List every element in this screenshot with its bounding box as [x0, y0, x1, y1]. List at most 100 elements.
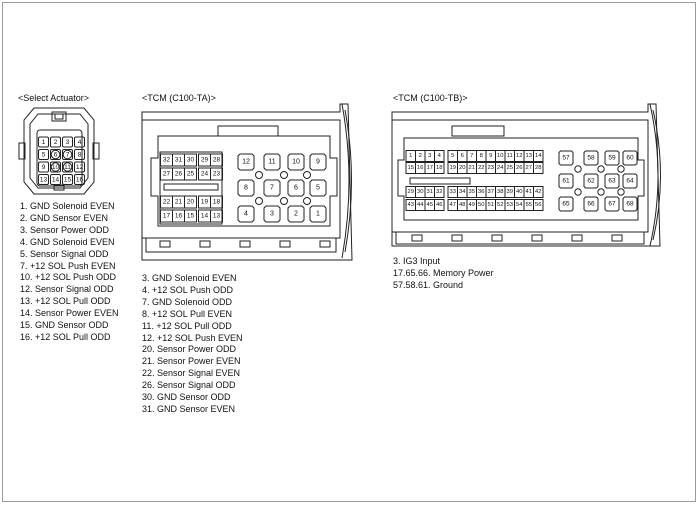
pin-label: 27 — [526, 165, 532, 171]
pin-label: 66 — [587, 201, 595, 208]
guide-hole — [255, 197, 263, 205]
pin-cavity — [62, 149, 73, 160]
pin-label: 25 — [187, 171, 195, 178]
pin-label: 18 — [213, 199, 221, 206]
pin-cavity — [583, 150, 599, 166]
connector-outline — [451, 125, 505, 137]
pin-label: 22 — [163, 199, 171, 206]
pin-label: 11 — [507, 153, 513, 159]
pin-cavity — [622, 196, 638, 212]
pin-label: 59 — [608, 155, 616, 162]
pin-label: 39 — [507, 189, 513, 195]
pin-label: 37 — [488, 189, 494, 195]
pin-label: 2 — [54, 139, 58, 146]
pin-cavity — [583, 196, 599, 212]
pin-cavity — [263, 205, 281, 223]
pin-cavity — [263, 153, 281, 171]
legend-item: 20. Sensor Power ODD — [142, 344, 237, 355]
select-actuator-title: <Select Actuator> — [18, 93, 90, 103]
legend-item: 10. +12 SOL Push ODD — [20, 272, 116, 283]
pin-label: 1 — [409, 153, 412, 159]
pin-label: 51 — [488, 202, 494, 208]
pin-label: 21 — [175, 199, 183, 206]
legend-item: 16. +12 SOL Pull ODD — [20, 331, 111, 342]
pin-label: 11 — [268, 159, 275, 166]
legend-item: 12. +12 SOL Push EVEN — [142, 332, 243, 343]
pin-label: 1 — [316, 211, 320, 218]
pin-label: 26 — [175, 171, 183, 178]
pin-label: 68 — [626, 201, 634, 208]
pin-label: 46 — [436, 202, 442, 208]
legend-item: 13. +12 SOL Pull ODD — [20, 296, 111, 307]
pin-label: 7 — [470, 153, 473, 159]
pin-label: 29 — [408, 189, 414, 195]
pin-cavity — [287, 179, 305, 197]
pin-label: 25 — [507, 165, 513, 171]
pin-cavity — [558, 173, 574, 189]
pin-label: 41 — [526, 189, 532, 195]
legend-item: 26. Sensor Signal ODD — [142, 380, 236, 391]
pin-cavity — [309, 179, 327, 197]
connector-outline — [145, 237, 337, 253]
connector-outline — [199, 240, 211, 248]
pin-label: 4 — [244, 211, 248, 218]
legend-item: 5. Sensor Signal ODD — [20, 248, 109, 259]
pin-cavity — [38, 161, 49, 173]
connector-outline — [23, 107, 95, 195]
pin-label: 6 — [54, 152, 58, 159]
legend-item: 11. +12 SOL Pull ODD — [142, 320, 232, 331]
pin-cavity — [309, 153, 327, 171]
pin-cavity — [38, 174, 49, 185]
pin-label: 30 — [417, 189, 423, 195]
pin-label: 12 — [76, 164, 84, 171]
pin-label: 45 — [427, 202, 433, 208]
pin-label: 15 — [64, 177, 72, 184]
pin-cavity — [74, 174, 85, 185]
guide-hole — [303, 197, 311, 205]
connector-outline — [54, 113, 64, 120]
pin-label: 3 — [270, 211, 274, 218]
pin-label: 38 — [497, 189, 503, 195]
pin-cavity — [50, 149, 61, 160]
pin-label: 9 — [316, 159, 320, 166]
connector-outline — [92, 142, 100, 160]
connector-outline — [18, 142, 26, 160]
pin-label: 3 — [428, 153, 431, 159]
tcm-tb-legend: 3. IG3 Input 17.65.66. Memory Power 57.5… — [393, 256, 494, 292]
pin-label: 40 — [516, 189, 522, 195]
pin-label: 13 — [213, 213, 221, 220]
pin-label: 62 — [587, 178, 595, 185]
pin-label: 5 — [42, 152, 46, 159]
pin-label: 16 — [417, 165, 423, 171]
pin-label: 20 — [187, 199, 195, 206]
connector-outline — [397, 137, 645, 221]
connector-outline — [341, 103, 350, 259]
connector-outline — [531, 234, 543, 242]
pin-label: 30 — [187, 157, 195, 164]
pin-label: 18 — [436, 165, 442, 171]
pin-label: 44 — [417, 202, 424, 208]
pin-label: 42 — [535, 189, 541, 195]
diagram-frame — [2, 2, 696, 502]
connector-outline — [159, 151, 223, 225]
pin-label: 17 — [163, 213, 171, 220]
pin-label: 19 — [201, 199, 209, 206]
connector-outline — [51, 111, 67, 122]
legend-item: 3. Sensor Power ODD — [20, 224, 110, 235]
pin-label: 14 — [201, 213, 209, 220]
connector-outline — [239, 240, 251, 248]
pin-cavity — [62, 161, 73, 173]
pin-cavity — [210, 195, 223, 209]
pin-cavity — [604, 173, 620, 189]
pin-cavity — [434, 186, 445, 198]
guide-hole — [280, 197, 288, 205]
connector-outline — [344, 109, 352, 253]
pin-cavity — [62, 162, 73, 172]
legend-item: 7. GND Solenoid ODD — [142, 296, 233, 307]
legend-item: 31. GND Sensor EVEN — [142, 403, 236, 414]
guide-hole — [597, 188, 605, 196]
pin-label: 53 — [507, 202, 513, 208]
tcm-ta-title: <TCM (C100-TA)> — [142, 93, 216, 103]
pin-label: 24 — [497, 165, 504, 171]
